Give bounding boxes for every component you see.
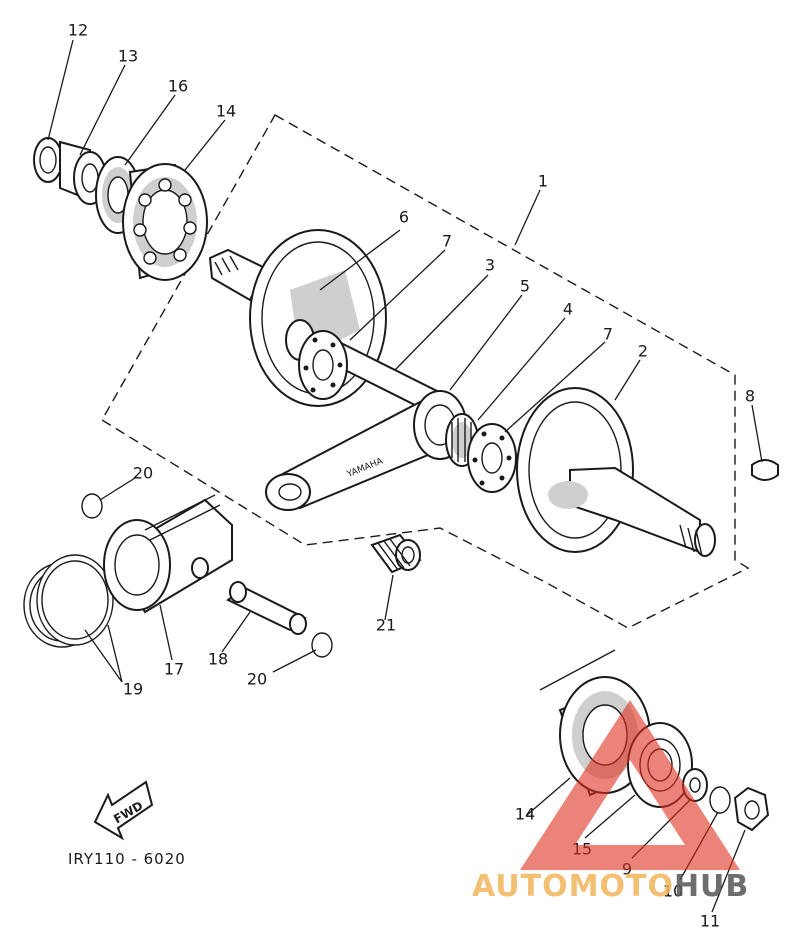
- callout-13: 13: [118, 47, 138, 66]
- part-4-big-end-bearing: [445, 413, 479, 467]
- watermark-triangle-icon: [520, 700, 740, 870]
- callout-21: 21: [376, 616, 396, 635]
- part-11-nut: [733, 786, 770, 832]
- part-5-connecting-rod: YAMAHA: [265, 390, 467, 511]
- callout-11: 11: [700, 912, 720, 931]
- callout-6: 6: [399, 208, 409, 227]
- callout-8: 8: [745, 387, 755, 406]
- callout-7b: 7: [603, 325, 613, 344]
- part-12-oil-seal: [33, 137, 63, 183]
- part-6-crank-half-left: [208, 229, 387, 407]
- callout-16: 16: [168, 77, 188, 96]
- part-10-lock-washer: [709, 786, 731, 814]
- part-18-piston-pin: [226, 581, 307, 635]
- callout-1: 1: [538, 172, 548, 191]
- callout-4: 4: [563, 300, 573, 319]
- callout-14b: 14: [515, 805, 535, 824]
- callout-20b: 20: [247, 670, 267, 689]
- callout-18: 18: [208, 650, 228, 669]
- part-21-small-end-bearing: [370, 533, 422, 574]
- part-8-woodruff-key: [751, 459, 779, 481]
- lower-assembly-bracket: [539, 649, 616, 691]
- callout-7a: 7: [442, 232, 452, 251]
- watermark-brand-text: AUTOMOTOHUB: [472, 869, 749, 904]
- diagram-code: IRY110 - 6020: [68, 850, 186, 868]
- callout-20a: 20: [133, 464, 153, 483]
- callout-10: 10: [663, 882, 683, 901]
- part-7-thrust-washer-left: [298, 330, 348, 400]
- part-17-piston: [103, 494, 233, 614]
- part-14-bearing-upper: [122, 163, 208, 281]
- watermark-brand-suffix: HUB: [674, 869, 749, 904]
- leader-lines: [47, 39, 763, 913]
- callout-17: 17: [164, 660, 184, 679]
- callout-14a: 14: [216, 102, 236, 121]
- callout-12: 12: [68, 21, 88, 40]
- callout-19: 19: [123, 680, 143, 699]
- watermark-brand-prefix: AUTOMOTO: [472, 869, 674, 904]
- callout-2: 2: [638, 342, 648, 361]
- part-20-circlip-upper: [81, 493, 103, 519]
- part-19-piston-rings: [23, 554, 114, 648]
- fwd-arrow-icon: FWD: [93, 780, 154, 841]
- brand-watermark: AUTOMOTOHUB: [472, 700, 749, 904]
- part-2-crank-half-right: [516, 387, 716, 557]
- callout-3: 3: [485, 256, 495, 275]
- crank-assembly-boundary: [101, 114, 750, 629]
- part-7-thrust-washer-right: [467, 423, 517, 493]
- callout-5: 5: [520, 277, 530, 296]
- part-20-circlip-lower: [311, 632, 333, 658]
